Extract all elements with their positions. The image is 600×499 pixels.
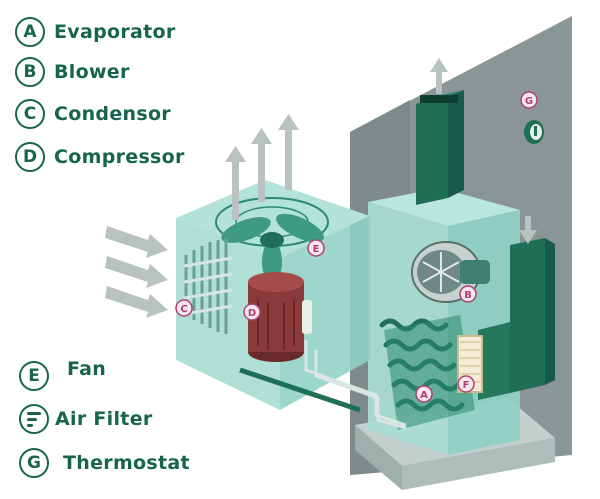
marker-condensor-letter: C: [180, 304, 187, 315]
legend-item-blower: B Blower: [15, 56, 130, 88]
legend-badge-e: E: [19, 361, 49, 391]
legend-badge-b: B: [15, 57, 45, 87]
marker-blower: B: [459, 285, 477, 303]
legend-label-fan: Fan: [67, 358, 107, 380]
legend-label-air-filter: Air Filter: [55, 408, 153, 430]
air-filter-badge-icon: [27, 411, 41, 427]
fan-hub: [260, 232, 284, 248]
legend-label-compressor: Compressor: [54, 146, 185, 168]
supply-arrow-icon: [430, 58, 448, 94]
marker-evaporator: A: [415, 385, 433, 403]
marker-thermostat: G: [520, 91, 538, 109]
marker-evaporator-letter: A: [420, 390, 428, 401]
marker-fan-letter: E: [313, 244, 320, 255]
return-duct: [510, 238, 545, 393]
return-duct-side: [545, 238, 555, 385]
intake-arrow-icons: [105, 226, 168, 318]
condenser-right: [280, 216, 370, 410]
marker-compressor-letter: D: [248, 308, 256, 319]
legend-label-thermostat: Thermostat: [63, 452, 190, 474]
legend-badge-c: C: [15, 99, 45, 129]
legend-label-blower: Blower: [54, 61, 130, 83]
legend-badge-f: [19, 404, 49, 434]
legend-item-condensor: C Condensor: [15, 98, 171, 130]
blower-vanes: [422, 252, 460, 292]
marker-fan: E: [307, 239, 325, 257]
return-duct-elbow: [478, 322, 510, 400]
condenser-arrow-icons: [225, 114, 299, 220]
thermostat-icon: [524, 120, 544, 144]
legend-item-evaporator: A Evaporator: [15, 16, 176, 48]
legend-item-air-filter: Air Filter: [19, 403, 153, 435]
supply-duct-opening: [420, 95, 458, 103]
return-arrow-icon: [519, 216, 537, 244]
marker-condensor: C: [175, 299, 193, 317]
marker-air-filter: F: [457, 375, 475, 393]
supply-duct: [416, 96, 448, 205]
furnace-housing-top: [368, 188, 520, 226]
refrigerant-lines: [304, 340, 407, 430]
legend-item-fan: E Fan: [19, 358, 107, 392]
condenser-tubes: [183, 256, 233, 316]
marker-air-filter-letter: F: [463, 380, 470, 391]
legend-label-evaporator: Evaporator: [54, 21, 176, 43]
marker-compressor: D: [243, 303, 261, 321]
marker-thermostat-letter: G: [525, 96, 533, 107]
condenser-pipe: [239, 367, 361, 413]
supply-duct-side: [448, 90, 464, 198]
legend-badge-d: D: [15, 142, 45, 172]
legend-item-thermostat: G Thermostat: [19, 447, 190, 479]
evaporator-body: [384, 315, 475, 430]
legend-label-condensor: Condensor: [54, 103, 171, 125]
legend-badge-g: G: [19, 448, 49, 478]
furnace-base-side: [402, 438, 555, 490]
marker-blower-letter: B: [464, 290, 472, 301]
legend-badge-a: A: [15, 17, 45, 47]
legend-item-compressor: D Compressor: [15, 141, 185, 173]
blower-motor: [460, 260, 490, 284]
furnace-base-front: [355, 425, 402, 490]
